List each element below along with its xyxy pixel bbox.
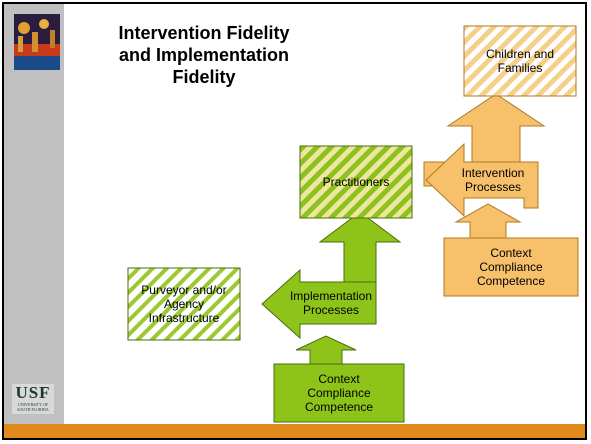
slide-title: Intervention Fidelity and Implementation… — [118, 23, 290, 87]
slide-frame: USF UNIVERSITY OF SOUTH FLORIDA Interven… — [2, 2, 587, 440]
box-context-green-shape — [273, 363, 405, 423]
arrow-context-orange-up — [454, 203, 522, 241]
arrow-intervention-left — [425, 142, 539, 218]
box-practitioners: Practitioners — [322, 175, 390, 189]
box-context-orange-shape — [443, 237, 579, 297]
box-context-green: Context Compliance Competence — [304, 372, 374, 414]
arrow-implementation-left — [261, 268, 377, 340]
box-context-orange: Context Compliance Competence — [476, 246, 546, 288]
box-children-families: Children and Families — [485, 47, 555, 75]
arrow-intervention-label: Intervention Processes — [461, 166, 525, 194]
box-practitioners-shape — [299, 145, 413, 219]
footer-bar — [4, 424, 585, 438]
sidebar: USF UNIVERSITY OF SOUTH FLORIDA — [4, 4, 64, 424]
logo-subtext: UNIVERSITY OF SOUTH FLORIDA — [17, 402, 49, 412]
arrow-context-green-up — [295, 335, 357, 367]
box-purveyor: Purveyor and/or Agency Infrastructure — [141, 283, 227, 325]
logo-text: USF — [15, 383, 51, 402]
usf-logo: USF UNIVERSITY OF SOUTH FLORIDA — [12, 384, 54, 414]
box-children-families-shape — [463, 25, 577, 97]
diagram-canvas — [127, 25, 579, 423]
arrow-implementation-label: Implementation Processes — [289, 289, 373, 317]
decorative-photo — [14, 14, 60, 70]
box-purveyor-shape — [127, 267, 241, 341]
